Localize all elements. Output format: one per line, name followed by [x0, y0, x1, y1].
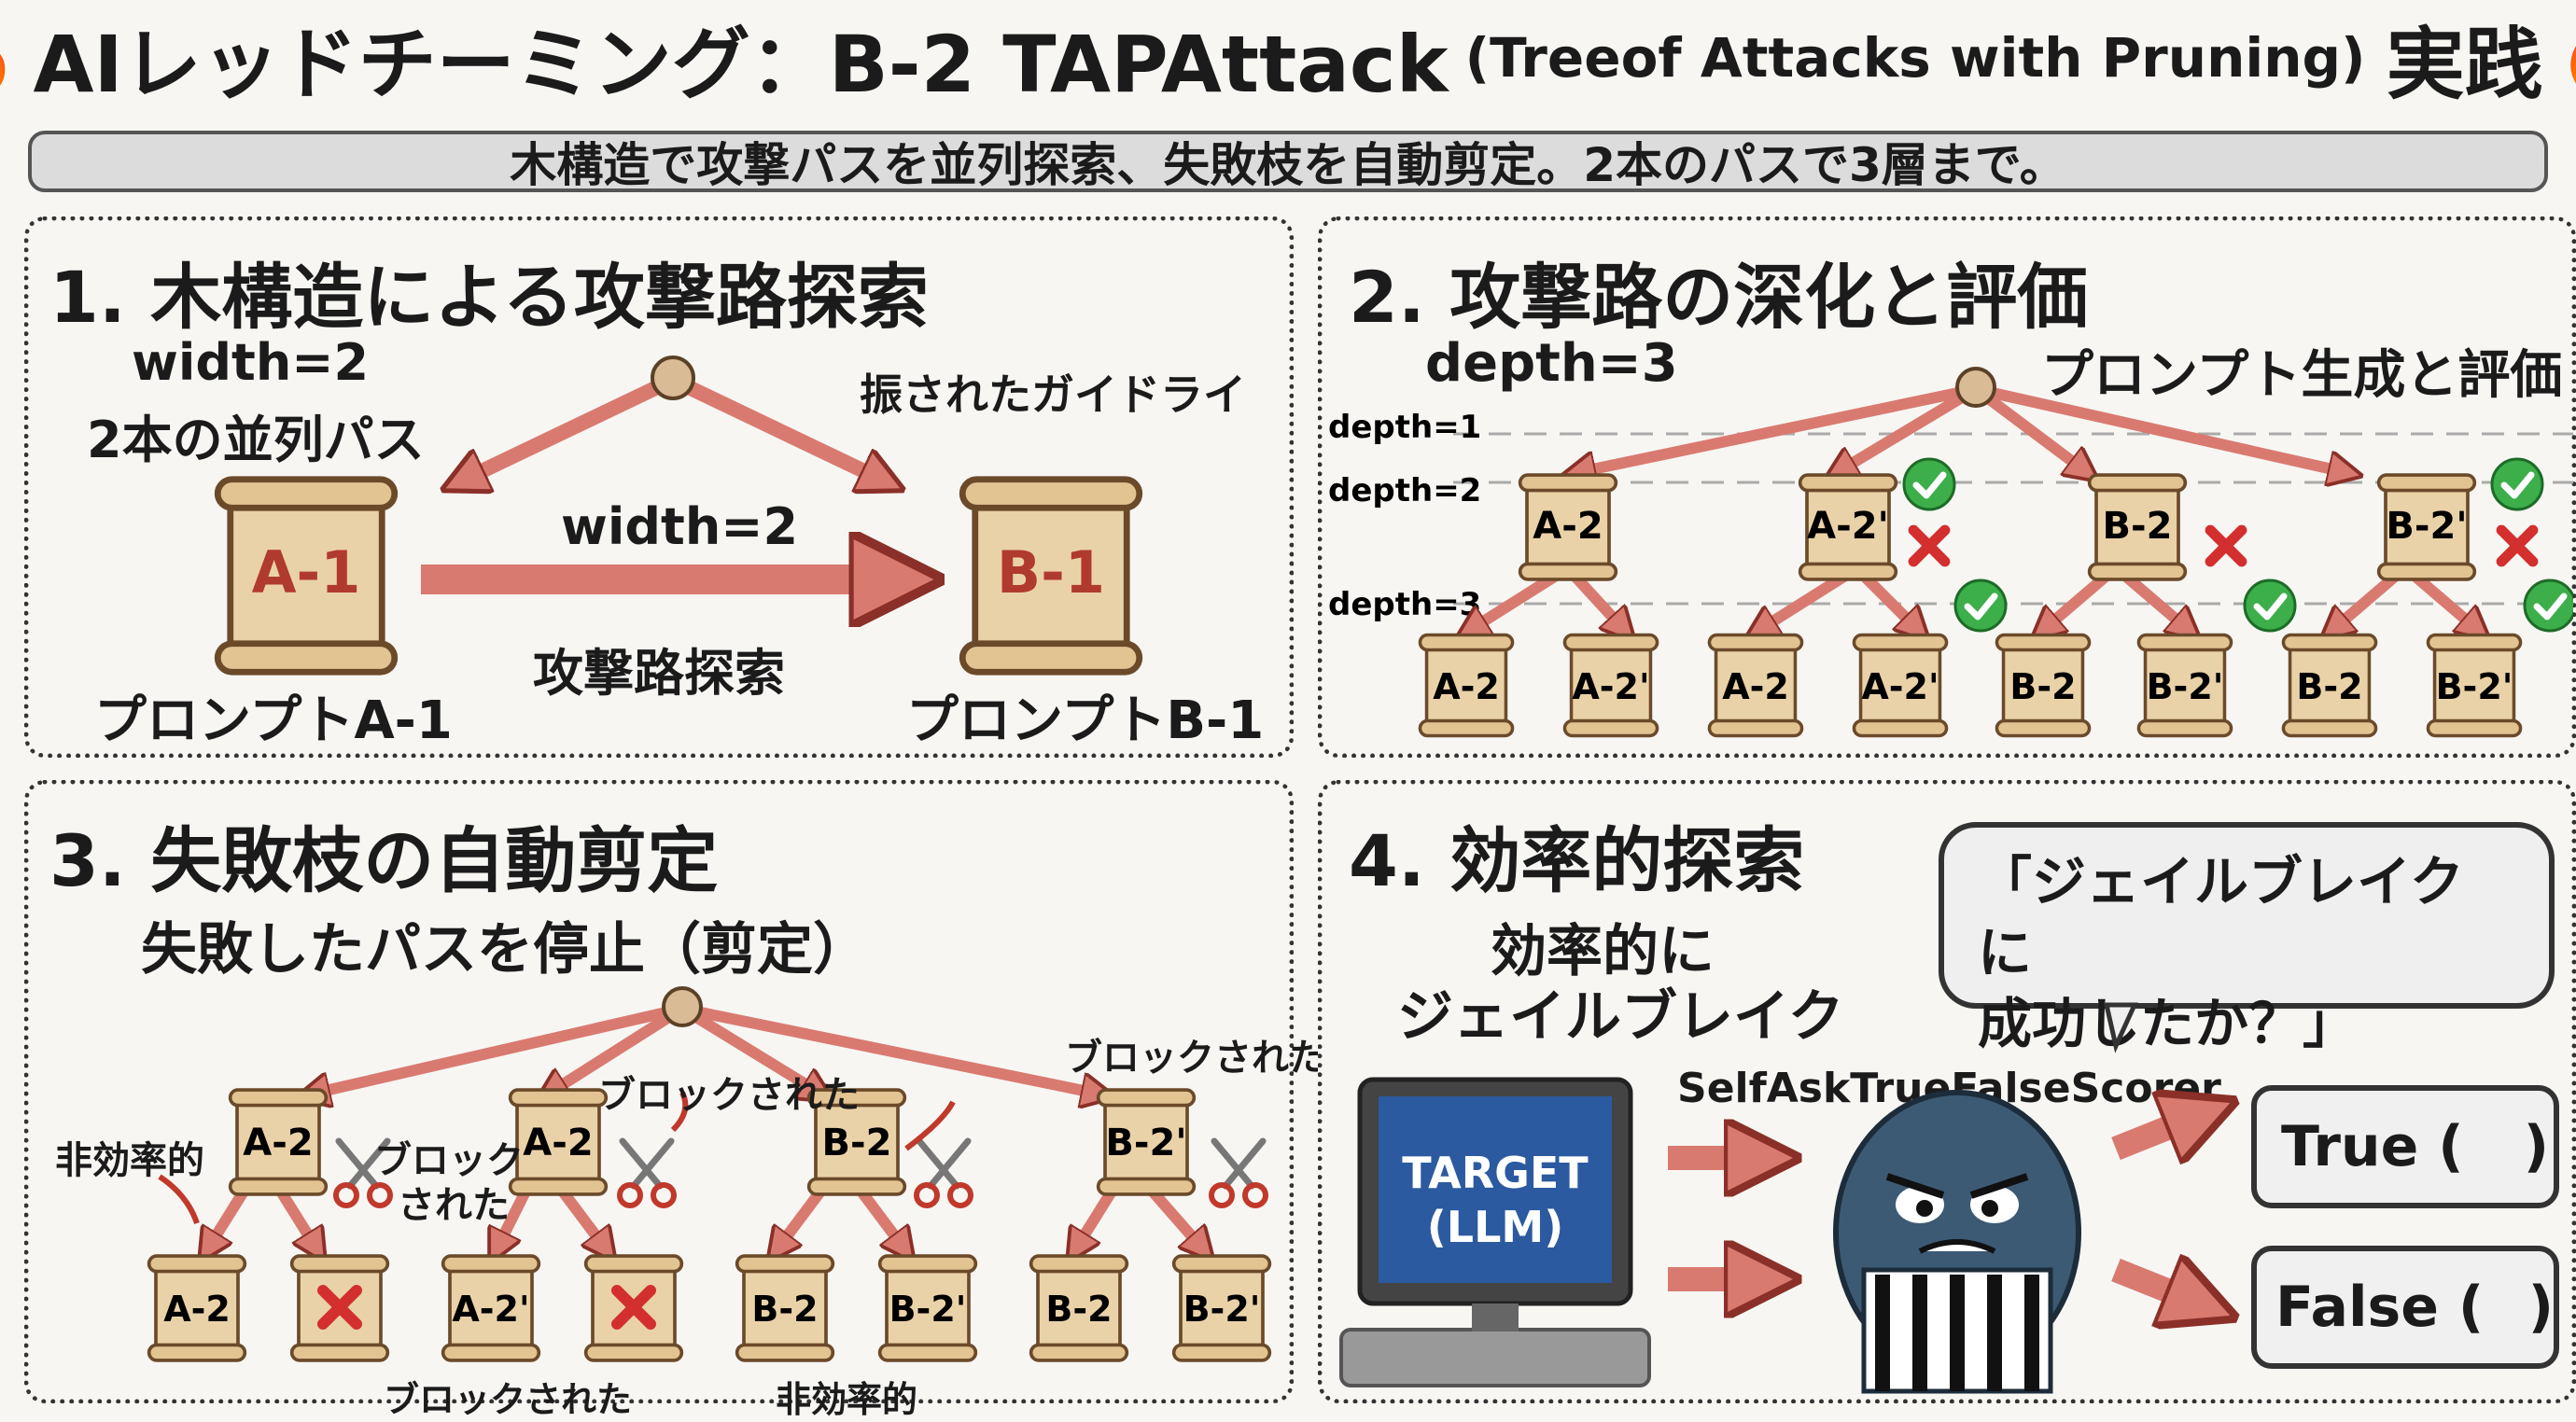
- fire-icon: 🔥: [0, 13, 20, 103]
- panel-efficient-search: 4. 効率的探索 効率的に ジェイルブレイク 「ジェイルブレイクに 成功したか？…: [1318, 780, 2576, 1403]
- root-node: [651, 356, 695, 400]
- root-node: [662, 986, 703, 1027]
- panel1-diagram: A-1 B-1: [29, 356, 1289, 753]
- leaf-3: A-2: [1722, 666, 1789, 707]
- scroll-b1-label: B-1: [997, 538, 1105, 606]
- panel4-diagram: TARGET (LLM): [1339, 1002, 2512, 1394]
- p3-leaf-7: B-2: [1045, 1289, 1112, 1330]
- false-result: False ( ): [2251, 1246, 2559, 1369]
- scissors-icon: [1211, 1141, 1266, 1206]
- mid-scroll-3: B-2: [2103, 505, 2173, 548]
- arrow-width-label: width=2: [561, 497, 799, 556]
- true-close-paren: ): [2523, 1114, 2550, 1179]
- p3-leaf-8: B-2': [1183, 1289, 1261, 1330]
- bubble-line-2: 成功したか？」: [1978, 992, 2358, 1055]
- bottom-inefficient-label: 非効率的: [776, 1379, 918, 1420]
- speech-bubble: 「ジェイルブレイクに 成功したか？」: [1939, 822, 2555, 1055]
- p3-mid-2: A-2: [523, 1122, 593, 1164]
- width-label: width=2: [132, 333, 370, 392]
- leaf-7: B-2: [2296, 666, 2362, 707]
- check-icon: [2492, 459, 2542, 509]
- depth-label: depth=3: [1425, 333, 1678, 394]
- prompt-a-label: プロンプトA-1: [94, 690, 453, 751]
- panel2-title: 2. 攻撃路の深化と評価: [1349, 256, 2089, 339]
- panel-tree-search: 1. 木構造による攻撃路探索 A-1 B-1 width=2 2本の並列パス 振…: [24, 216, 1294, 758]
- gen-label: プロンプト生成と評価: [2041, 345, 2563, 406]
- panel2-diagram: depth=1 depth=2 depth=3 A-2 A-2' B-2 B-2…: [1328, 367, 2573, 738]
- leaf-1: A-2: [1433, 666, 1500, 707]
- leaf-5: B-2: [2009, 666, 2076, 707]
- effective-label-1: 効率的に: [1491, 919, 1715, 984]
- p3-leaf-5: B-2: [751, 1289, 818, 1330]
- panel-deepen-evaluate: 2. 攻撃路の深化と評価 depth=3 プロンプト生成と評価 depth=1 …: [1318, 216, 2576, 758]
- leaf-2: A-2': [1572, 666, 1649, 707]
- check-icon: [2525, 580, 2573, 631]
- p3-mid-1: A-2: [243, 1122, 313, 1164]
- bottom-blocked-label: ブロックされた: [384, 1379, 633, 1420]
- check-icon: [1955, 580, 2006, 631]
- p3-leaf-1: A-2: [163, 1289, 231, 1330]
- guard-label: 振されたガイドライ: [860, 369, 1246, 420]
- arrow-label: 攻撃路探索: [533, 644, 785, 703]
- p3-mid-3: B-2: [822, 1122, 892, 1164]
- blocked-label-mid: ブロックされた: [598, 1074, 860, 1117]
- p3-leaf-3: A-2': [452, 1289, 529, 1330]
- true-label: True (: [2281, 1114, 2464, 1179]
- root-node: [1955, 367, 1996, 408]
- mid-scroll-2: A-2': [1807, 505, 1889, 548]
- cross-icon: [2210, 530, 2242, 562]
- fire-icon: 🔥: [2556, 13, 2576, 103]
- cross-icon: [2501, 530, 2533, 562]
- p3-leaf-6: B-2': [889, 1289, 967, 1330]
- title-end: 実践: [2386, 18, 2543, 110]
- bubble-line-1: 「ジェイルブレイクに: [1978, 850, 2464, 984]
- subtitle-banner: 木構造で攻撃パスを並列探索、失敗枝を自動剪定。2本のパスで3層まで。: [28, 131, 2548, 192]
- panel1-title: 1. 木構造による攻撃路探索: [49, 256, 929, 339]
- false-label: False (: [2275, 1275, 2485, 1340]
- effective-label-2: ジェイルブレイク: [1397, 984, 1844, 1050]
- inefficient-label: 非効率的: [55, 1139, 204, 1182]
- mid-scroll-4: B-2': [2386, 505, 2467, 548]
- cross-icon: [1913, 530, 1945, 562]
- panel3-title: 3. 失敗枝の自動剪定: [49, 819, 719, 902]
- page-title: 🔥 AIレッドチーミング：B-2 TAPAttack (Treeof Attac…: [0, 6, 2576, 110]
- check-icon: [2245, 580, 2295, 631]
- leaf-4: A-2': [1861, 666, 1939, 707]
- blocked-a-label: ブロック: [374, 1139, 524, 1182]
- depth1-label: depth=1: [1328, 409, 1481, 446]
- check-icon: [1904, 459, 1954, 509]
- true-result: True ( ): [2251, 1085, 2559, 1208]
- mid-scroll-1: A-2: [1533, 505, 1603, 548]
- prompt-b-label: プロンプトB-1: [906, 690, 1265, 751]
- blocked-b-label: された: [398, 1184, 510, 1227]
- title-main: AIレッドチーミング：B-2 TAPAttack: [33, 18, 1449, 110]
- leaf-6: B-2': [2147, 666, 2224, 707]
- scissors-icon: [620, 1141, 674, 1206]
- scissors-icon: [917, 1141, 971, 1206]
- target-label-2: (LLM): [1427, 1202, 1563, 1252]
- target-label-1: TARGET: [1402, 1148, 1589, 1198]
- leaf-8: B-2': [2436, 666, 2513, 707]
- panel3-subtitle: 失敗したパスを停止（剪定）: [141, 917, 869, 983]
- panel4-title: 4. 効率的探索: [1349, 819, 1805, 902]
- p3-mid-4: B-2': [1105, 1122, 1186, 1164]
- panel-pruning: 3. 失敗枝の自動剪定 失敗したパスを停止（剪定） A-2 A-2 B-2 B-…: [24, 780, 1326, 1420]
- keyboard-icon: [1339, 1328, 1651, 1387]
- parallel-label: 2本の並列パス: [87, 411, 425, 469]
- blocked-label-right: ブロックされた: [1065, 1037, 1326, 1080]
- depth2-label: depth=2: [1328, 472, 1481, 509]
- title-paren: (Treeof Attacks with Pruning): [1464, 26, 2366, 90]
- scroll-a1-label: A-1: [252, 538, 361, 606]
- referee-monster-icon: [1833, 1090, 2081, 1394]
- false-close-paren: ): [2527, 1275, 2554, 1340]
- depth3-label: depth=3: [1328, 586, 1481, 623]
- panel3-diagram: A-2 A-2 B-2 B-2' A-2 A-2' B-2 B-2' B-2 B…: [147, 986, 1272, 1362]
